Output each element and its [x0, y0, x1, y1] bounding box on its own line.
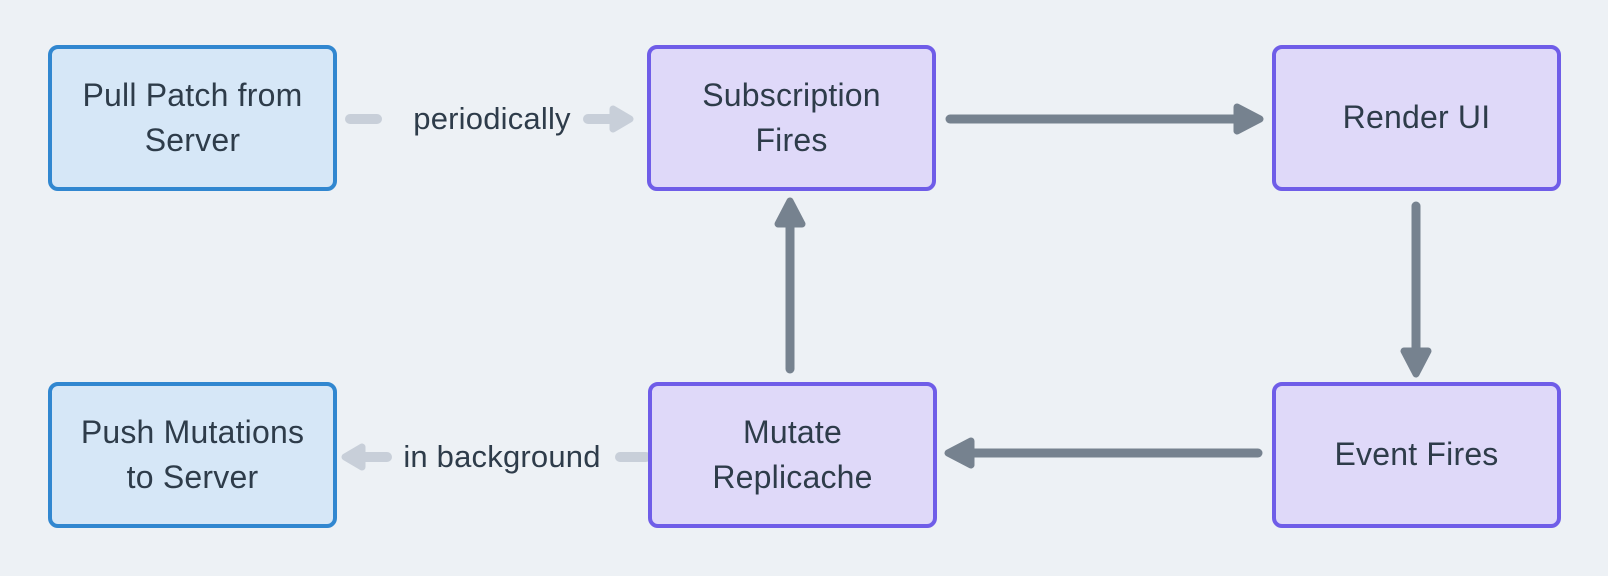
- arrow-mutate-to-subscription: [774, 197, 806, 374]
- arrow-render-to-event: [1400, 201, 1432, 378]
- node-pull-patch-from-server: Pull Patch from Server: [48, 45, 337, 191]
- node-push-mutations-to-server: Push Mutations to Server: [48, 382, 337, 528]
- node-label: Event Fires: [1334, 436, 1499, 473]
- node-label: Subscription Fires: [702, 76, 881, 158]
- arrow-pull-to-subscription: [345, 105, 634, 133]
- node-label: Mutate Replicache: [712, 413, 873, 495]
- edge-label-periodically: periodically: [413, 101, 571, 136]
- arrow-subscription-to-render: [945, 103, 1264, 135]
- node-label: Push Mutations to Server: [80, 413, 305, 495]
- node-event-fires: Event Fires: [1272, 382, 1561, 528]
- node-mutate-replicache: Mutate Replicache: [648, 382, 937, 528]
- node-label: Pull Patch from Server: [82, 76, 303, 158]
- edge-label-in-background: in background: [403, 439, 601, 474]
- node-subscription-fires: Subscription Fires: [647, 45, 936, 191]
- arrow-mutate-to-push: [341, 443, 651, 471]
- node-render-ui: Render UI: [1272, 45, 1561, 191]
- node-label: Render UI: [1342, 99, 1491, 136]
- arrow-event-to-mutate: [944, 437, 1263, 469]
